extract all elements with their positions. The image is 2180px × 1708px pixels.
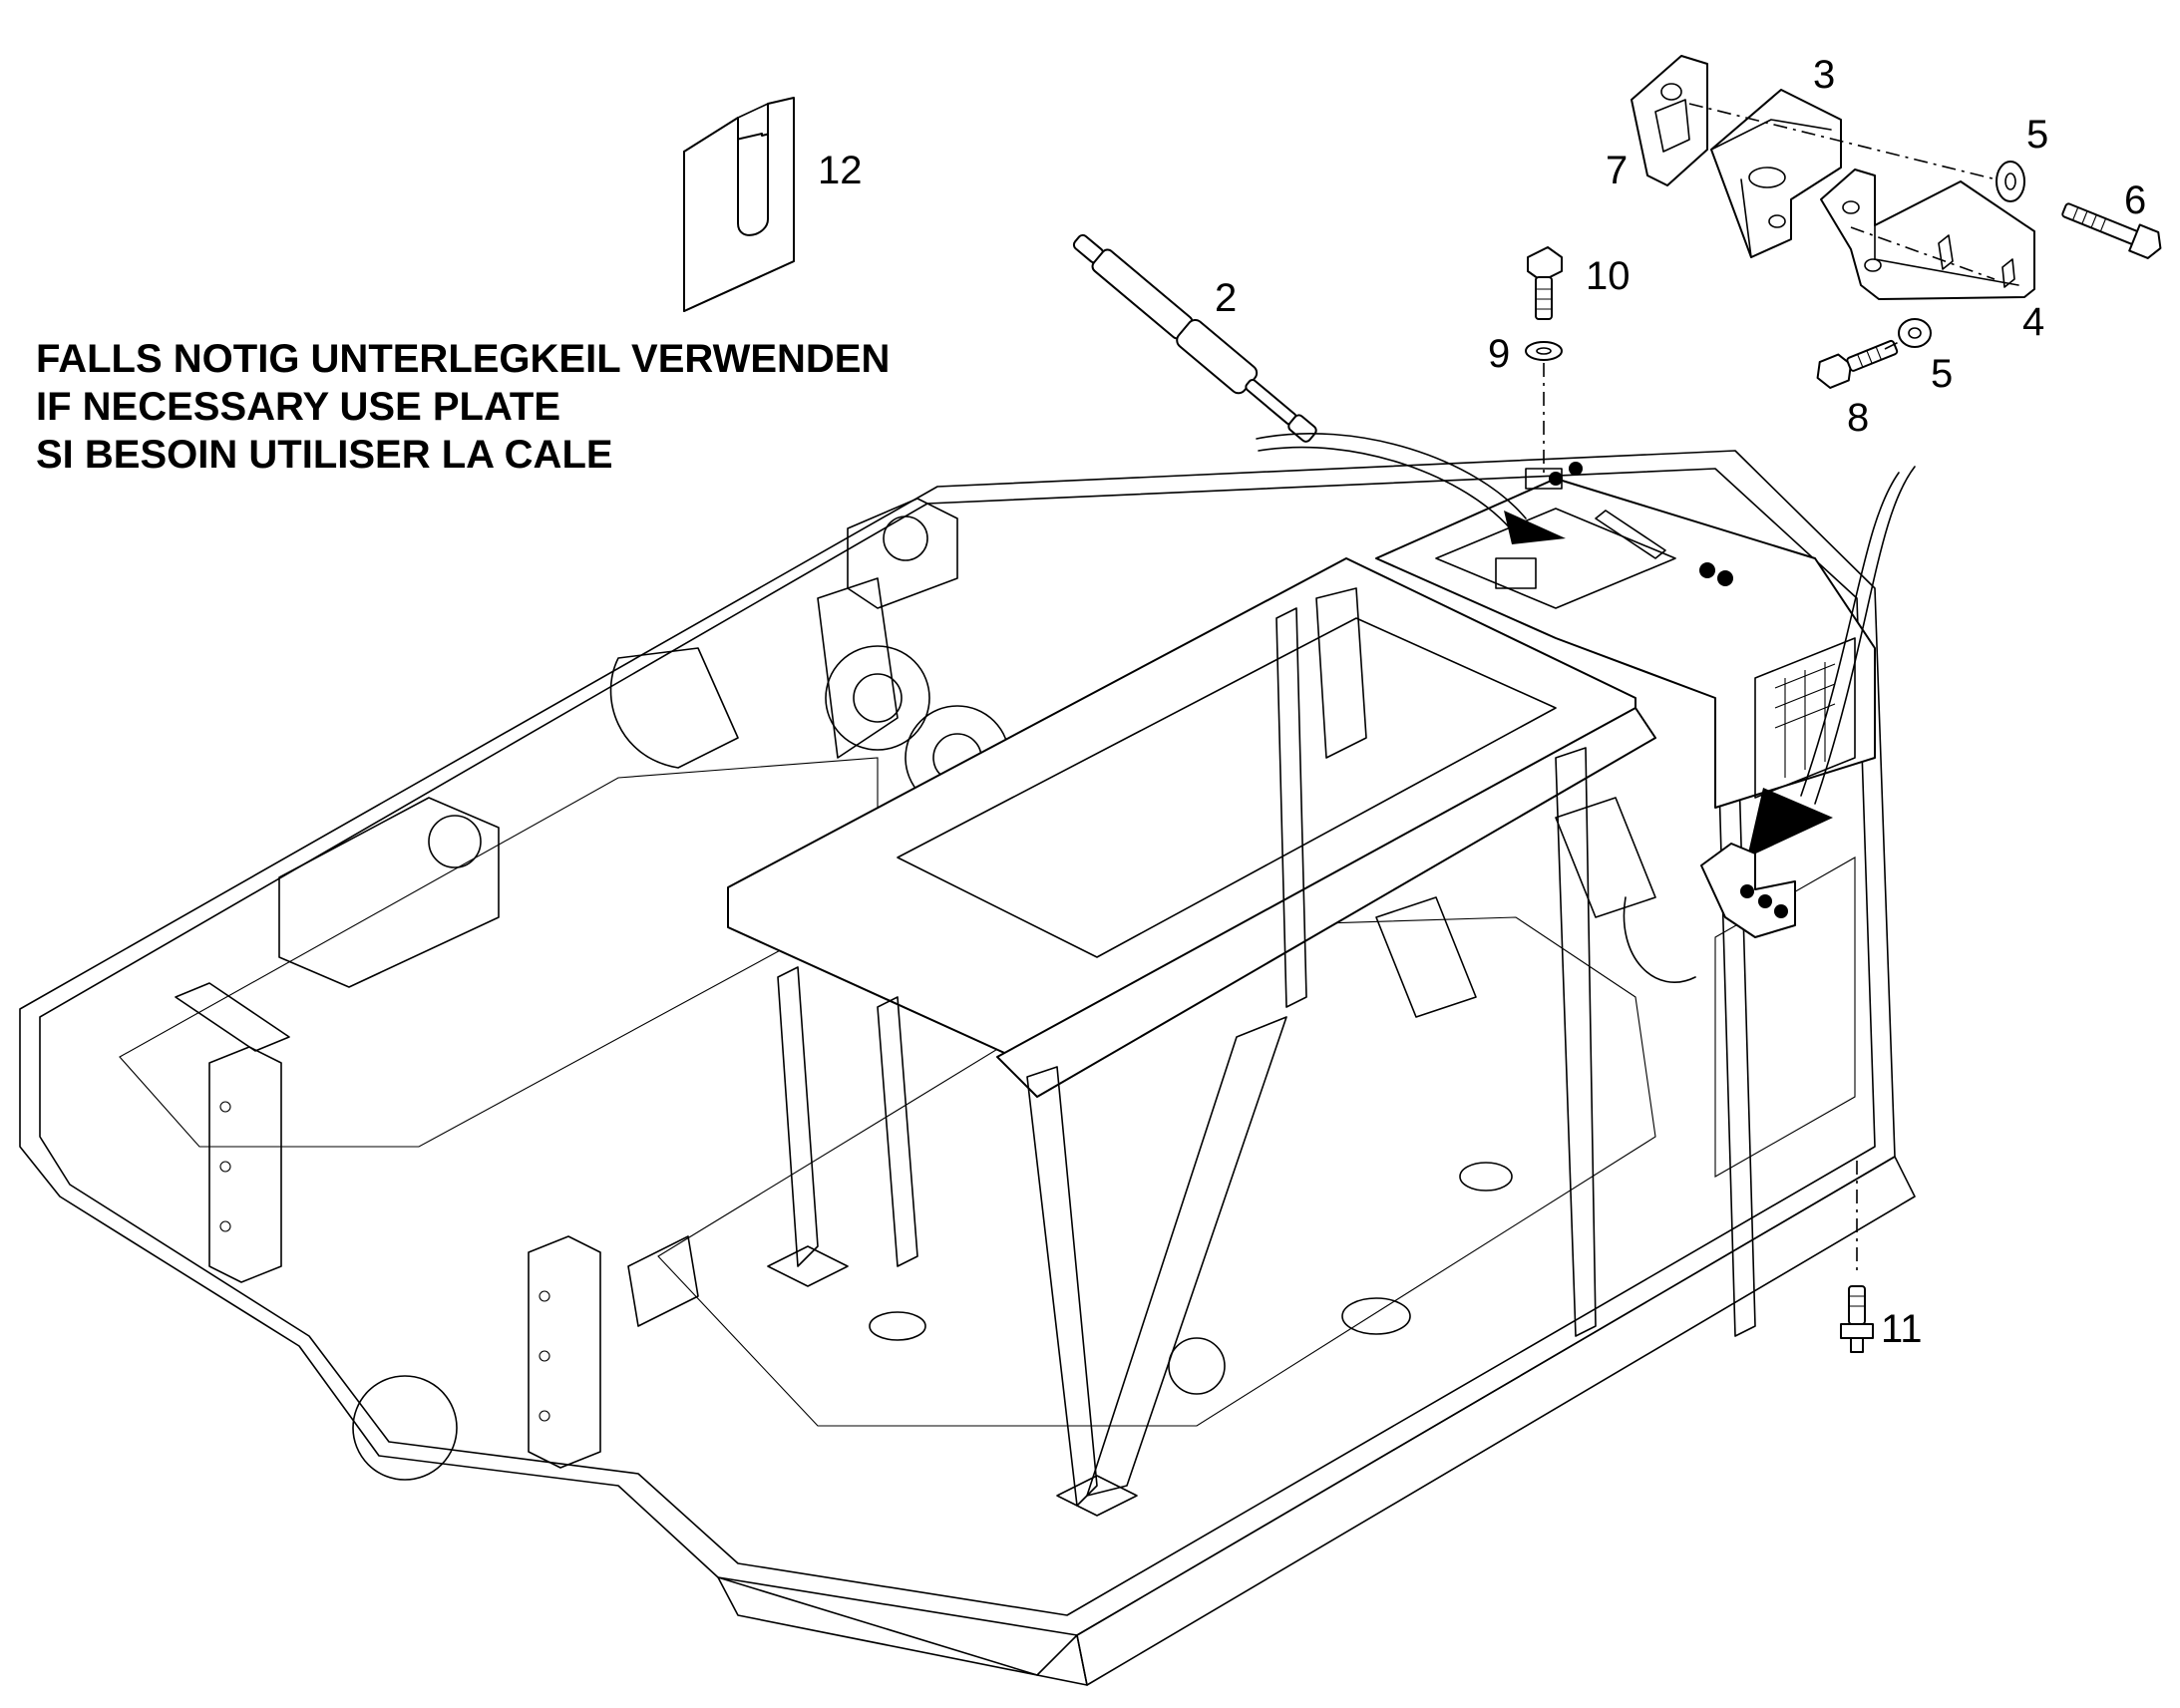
shim-plate-part-12 bbox=[683, 97, 795, 312]
assembly-line-lower bbox=[1850, 226, 1996, 280]
callout-8: 8 bbox=[1847, 396, 1869, 440]
callout-6: 6 bbox=[2124, 178, 2146, 222]
callout-9: 9 bbox=[1488, 332, 1510, 376]
frame-assembly bbox=[19, 450, 1916, 1686]
washer-part-9 bbox=[1525, 341, 1563, 361]
bolt-part-6 bbox=[2061, 202, 2162, 259]
arrow-head-strut bbox=[1504, 511, 1566, 544]
bracket-part-4 bbox=[1820, 169, 2035, 300]
installed-strut bbox=[1549, 462, 1733, 586]
callout-3: 3 bbox=[1813, 53, 1835, 97]
assembly-line-upper bbox=[1688, 103, 2005, 182]
installed-bracket bbox=[1700, 843, 1796, 938]
assembly-line-8 bbox=[1884, 340, 1902, 350]
leader-arrow-strut bbox=[1256, 433, 1527, 519]
callout-7: 7 bbox=[1606, 149, 1628, 192]
plate-part-7 bbox=[1631, 55, 1708, 186]
arrow-head-bracket bbox=[1747, 788, 1833, 857]
callout-5-lower: 5 bbox=[1931, 352, 1953, 396]
callout-5-upper: 5 bbox=[2026, 113, 2048, 157]
washer-part-5-upper bbox=[1996, 161, 2025, 202]
block-part-3 bbox=[1710, 89, 1842, 258]
bolt-part-10 bbox=[1527, 246, 1563, 320]
callout-12: 12 bbox=[818, 149, 863, 192]
callout-11: 11 bbox=[1881, 1307, 1923, 1351]
note-german: FALLS NOTIG UNTERLEGKEIL VERWENDEN bbox=[36, 337, 891, 381]
callout-2: 2 bbox=[1215, 276, 1237, 320]
leader-arrow-bracket bbox=[1814, 466, 1916, 805]
gas-strut-part-2 bbox=[1072, 233, 1317, 443]
bolt-part-11 bbox=[1840, 1285, 1874, 1353]
callout-4: 4 bbox=[2022, 300, 2044, 344]
note-french: SI BESOIN UTILISER LA CALE bbox=[36, 433, 613, 477]
washer-part-5-lower bbox=[1898, 318, 1932, 348]
bolt-part-8 bbox=[1816, 339, 1899, 389]
callout-10: 10 bbox=[1586, 254, 1631, 298]
note-english: IF NECESSARY USE PLATE bbox=[36, 385, 561, 429]
